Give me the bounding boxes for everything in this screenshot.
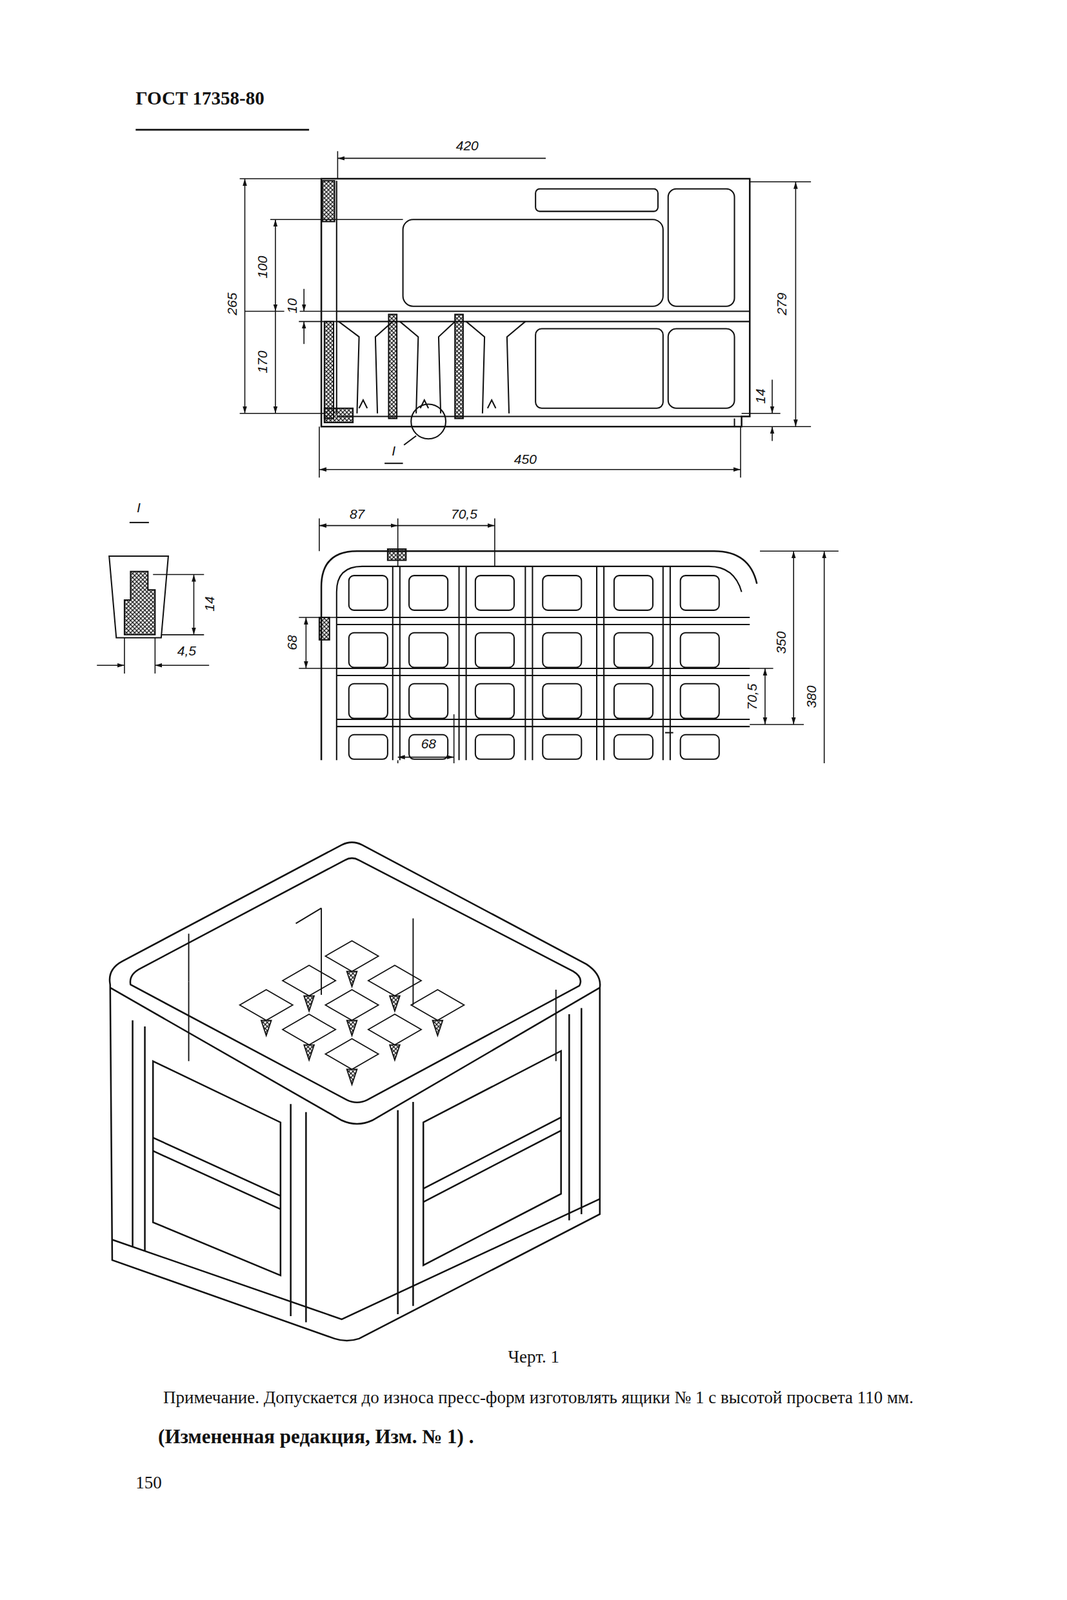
dimension-lines [239, 150, 812, 478]
document-header: ГОСТ 17358-80 [135, 87, 264, 110]
dimension-value: 450 [512, 451, 539, 468]
dimension-value: 68 [419, 736, 438, 752]
side-elevation [321, 178, 750, 464]
dimension-value: 14 [201, 594, 217, 613]
dimension-value: 68 [283, 634, 300, 652]
dimension-value: 350 [773, 630, 789, 656]
dimension-value: 70,5 [449, 506, 479, 522]
dimension-value: 4,5 [176, 643, 198, 659]
header-rule [135, 129, 310, 131]
note-text: Примечание. Допускается до износа пресс-… [135, 1387, 982, 1408]
callout-number: I [135, 499, 142, 516]
detail-section [96, 522, 210, 674]
dimension-value: 380 [804, 684, 820, 710]
crate-isometric [109, 842, 600, 1341]
dimension-value: 265 [224, 291, 240, 317]
plan-view [319, 548, 757, 760]
dimension-value: 279 [774, 291, 791, 317]
dimension-value: 87 [348, 506, 366, 522]
amendment-note: (Измененная редакция, Изм. № 1) . [158, 1425, 474, 1449]
dimension-value: 70,5 [745, 682, 761, 712]
figure-caption: Черт. 1 [508, 1346, 560, 1367]
dimension-value: 14 [752, 387, 768, 405]
dimension-value: 420 [454, 138, 480, 154]
dimension-value: 170 [255, 349, 271, 375]
dimension-value: 100 [255, 254, 271, 280]
dimension-lines [298, 518, 838, 764]
page-number: 150 [135, 1472, 162, 1493]
dimension-value: 10 [283, 297, 300, 315]
callout-number: I [390, 443, 397, 459]
